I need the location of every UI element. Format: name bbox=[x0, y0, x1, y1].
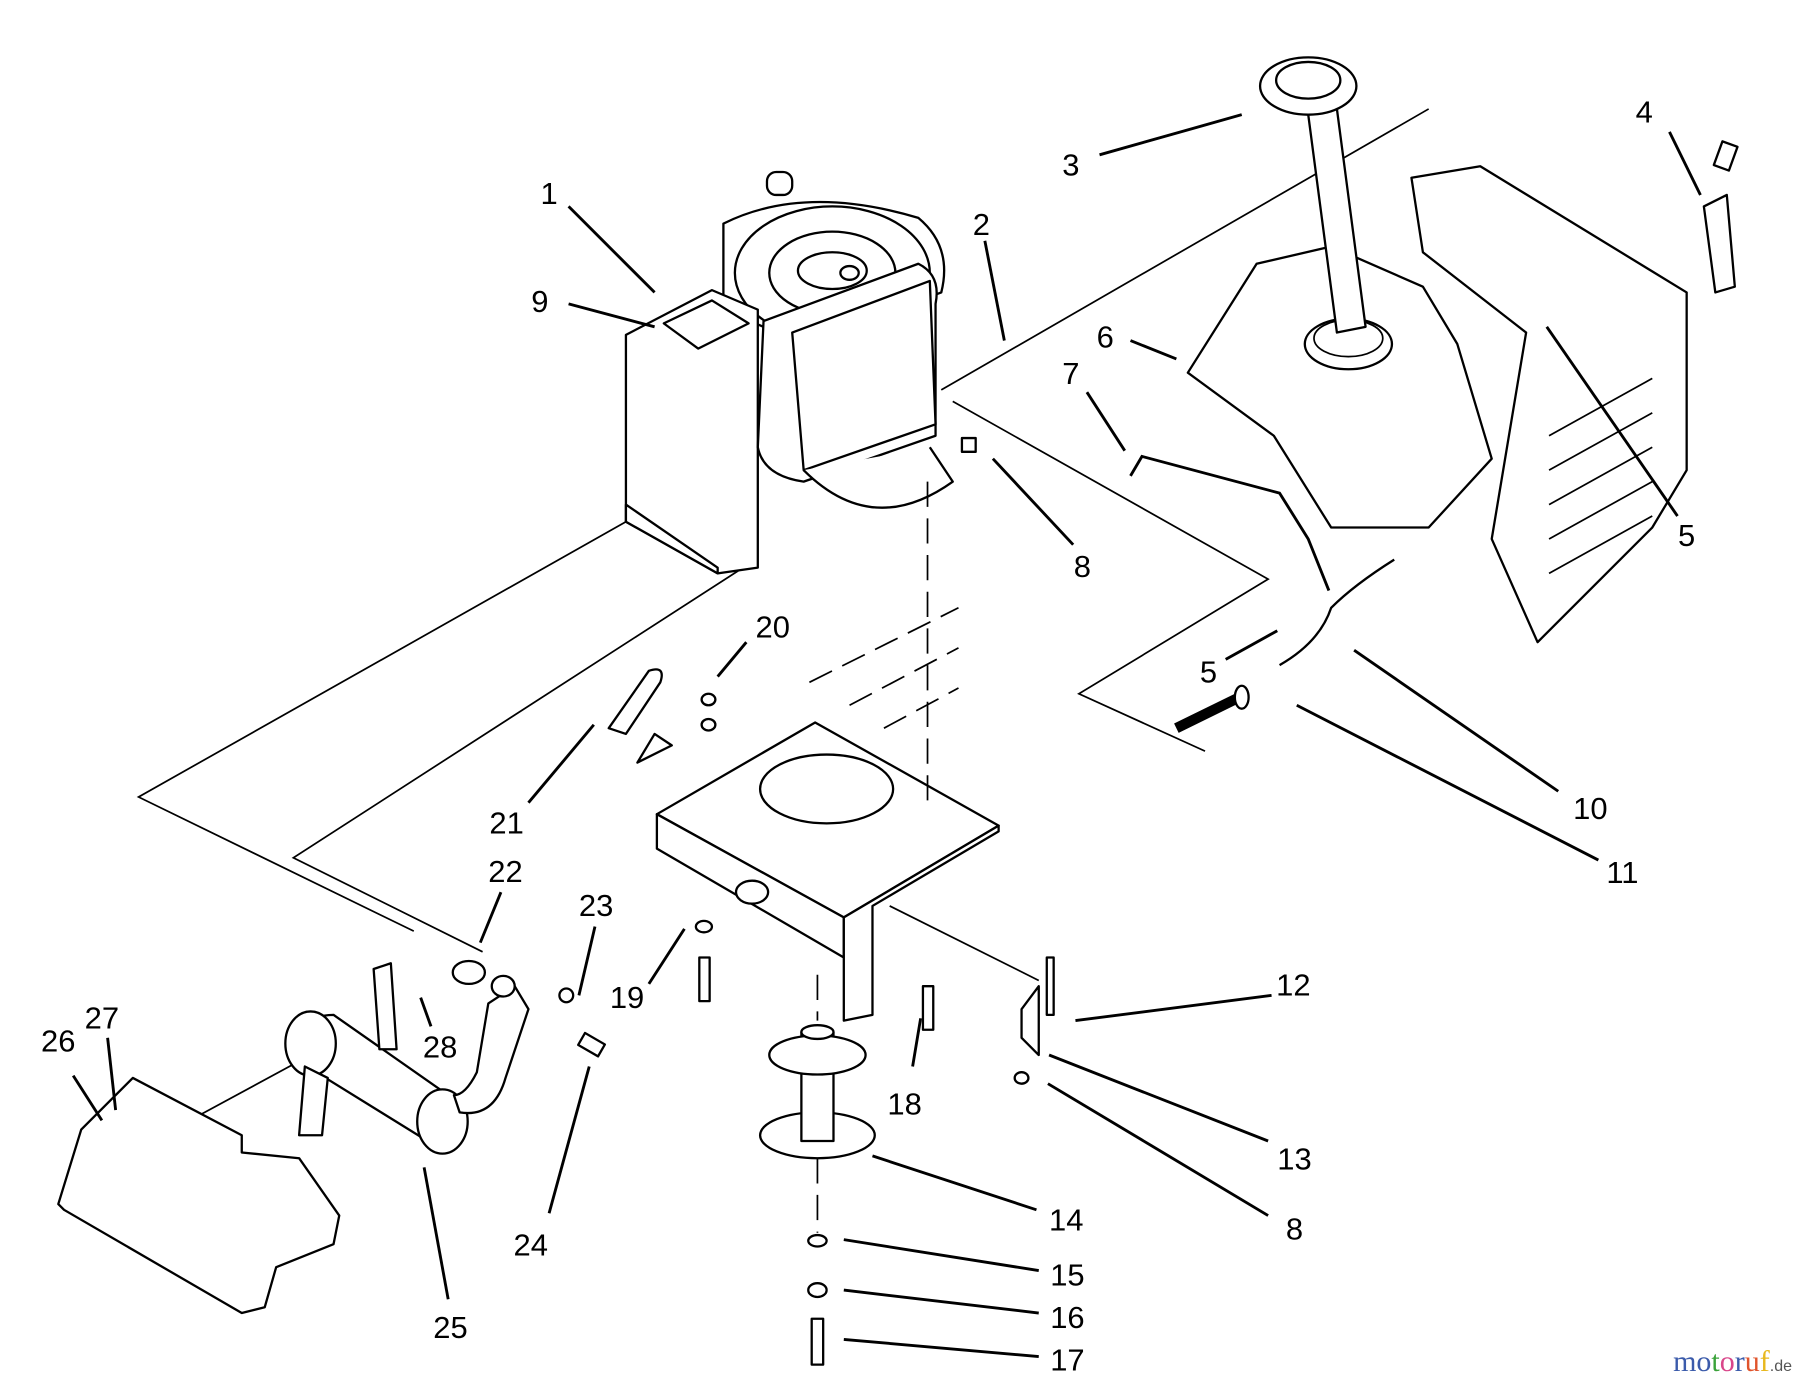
watermark-letter: r bbox=[1734, 1345, 1745, 1378]
callout-23: 23 bbox=[579, 888, 613, 923]
callout-16: 16 bbox=[1050, 1300, 1084, 1335]
callout-28: 28 bbox=[423, 1029, 457, 1064]
callout-27: 27 bbox=[85, 1001, 119, 1036]
watermark-brand: motoruf bbox=[1673, 1345, 1770, 1378]
heat-shield bbox=[57, 1076, 341, 1315]
callout-24: 24 bbox=[514, 1228, 548, 1263]
engine-mount-plate bbox=[655, 481, 1000, 1022]
callout-14: 14 bbox=[1049, 1202, 1083, 1237]
callout-9: 9 bbox=[531, 284, 548, 319]
watermark-letter: o bbox=[1696, 1345, 1712, 1378]
pulley bbox=[758, 974, 876, 1366]
callout-12: 12 bbox=[1276, 967, 1310, 1002]
callout-11: 11 bbox=[1606, 855, 1638, 890]
callout-26: 26 bbox=[41, 1024, 75, 1059]
callout-20: 20 bbox=[755, 610, 789, 645]
callout-7: 7 bbox=[1062, 356, 1079, 391]
callout-10: 10 bbox=[1573, 791, 1607, 826]
fasteners bbox=[94, 436, 1055, 1137]
callout-21: 21 bbox=[489, 806, 523, 841]
callout-6: 6 bbox=[1097, 319, 1114, 354]
callout-5-lower: 5 bbox=[1200, 654, 1217, 689]
fender-pan bbox=[1410, 140, 1739, 644]
watermark-logo: motoruf.de bbox=[1673, 1345, 1792, 1379]
callout-8: 8 bbox=[1074, 549, 1091, 584]
callout-3: 3 bbox=[1062, 147, 1079, 182]
fuel-tank bbox=[1186, 56, 1493, 529]
callout-2: 2 bbox=[973, 207, 990, 242]
watermark-letter: u bbox=[1744, 1345, 1760, 1378]
fuel-line bbox=[1129, 454, 1395, 733]
callout-19: 19 bbox=[610, 980, 644, 1015]
callout-1: 1 bbox=[540, 176, 557, 211]
callout-15: 15 bbox=[1050, 1257, 1084, 1292]
engine bbox=[624, 170, 954, 575]
watermark-letter: t bbox=[1711, 1345, 1720, 1378]
callout-18: 18 bbox=[887, 1087, 921, 1122]
callout-5: 5 bbox=[1678, 518, 1695, 553]
watermark-suffix: .de bbox=[1769, 1358, 1792, 1375]
watermark-letter: o bbox=[1719, 1345, 1735, 1378]
watermark-letter: m bbox=[1673, 1345, 1697, 1378]
watermark-letter: f bbox=[1759, 1345, 1770, 1378]
callout-4: 4 bbox=[1636, 95, 1653, 130]
callout-22: 22 bbox=[488, 854, 522, 889]
muffler bbox=[284, 959, 530, 1155]
callout-25: 25 bbox=[433, 1310, 467, 1345]
leader-lines bbox=[71, 113, 1702, 1359]
callout-13: 13 bbox=[1277, 1142, 1311, 1177]
callout-17: 17 bbox=[1050, 1342, 1084, 1377]
callout-8-lower: 8 bbox=[1286, 1212, 1303, 1247]
callout-labels: 1 9 2 3 4 5 6 7 8 20 21 22 23 19 18 12 1… bbox=[41, 95, 1695, 1378]
